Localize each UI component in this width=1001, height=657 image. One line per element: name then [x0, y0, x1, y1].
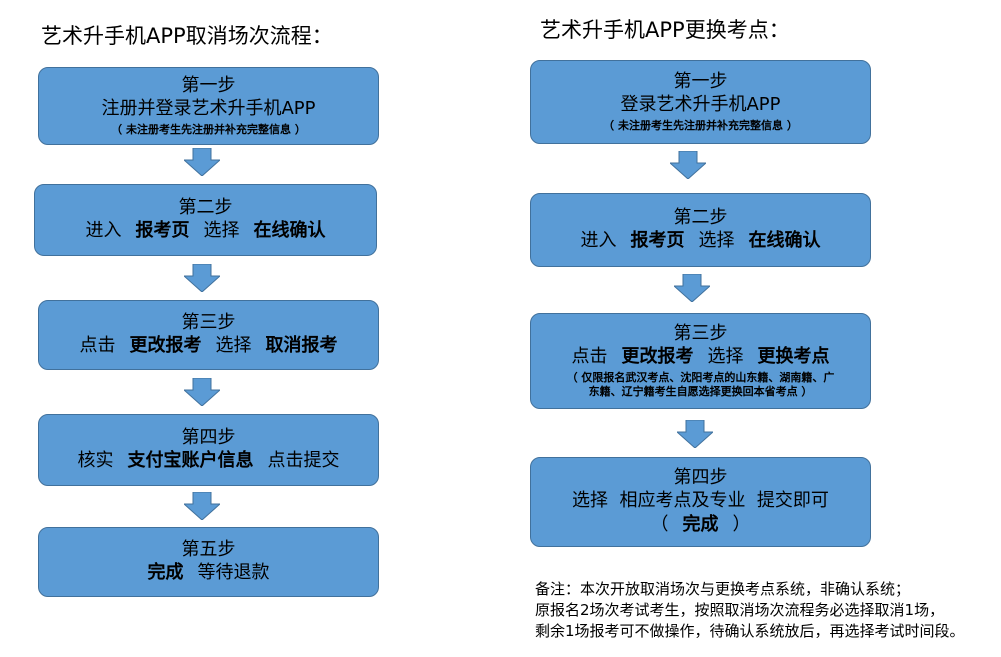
left-step-1-label: 第一步 — [181, 75, 236, 96]
left-step-2-object2: 在线确认 — [253, 220, 326, 241]
right-step-3-object1: 更改报考 — [621, 346, 694, 367]
left-step-2-verb1: 进入 — [85, 220, 122, 241]
remark-line-1: 备注：本次开放取消场次与更换考点系统，非确认系统； — [535, 580, 911, 598]
left-step-4-label: 第四步 — [181, 427, 236, 448]
left-step-2-box: 第二步 进入报考页选择在线确认 — [34, 184, 377, 256]
right-step-2-text: 进入报考页选择在线确认 — [581, 229, 821, 253]
left-step-3-text: 点击更改报考选择取消报考 — [80, 334, 338, 358]
remark-line-2: 原报名2场次考试考生，按照取消场次流程务必选择取消1场， — [535, 601, 945, 619]
right-arrow-down-icon-1 — [670, 151, 706, 179]
remark-note: 备注：本次开放取消场次与更换考点系统，非确认系统； 原报名2场次考试考生，按照取… — [535, 579, 965, 642]
right-step-1-label: 第一步 — [673, 71, 728, 92]
left-step-2-text: 进入报考页选择在线确认 — [86, 219, 326, 243]
left-step-2-verb2: 选择 — [203, 220, 240, 241]
left-step-4-object1: 支付宝账户信息 — [127, 450, 254, 471]
right-step-2-box: 第二步 进入报考页选择在线确认 — [530, 193, 871, 267]
left-step-1-text: 注册并登录艺术升手机APP — [101, 98, 316, 119]
right-step-4-box: 第四步 选择 相应考点及专业 提交即可 （ 完成 ） — [530, 457, 871, 547]
left-step-4-verb1: 核实 — [77, 450, 114, 471]
right-step-4-complete: （ 完成 ） — [651, 513, 751, 537]
right-arrow-down-icon-2 — [674, 274, 710, 302]
left-arrow-down-icon-3 — [184, 378, 220, 406]
right-step-2-verb1: 进入 — [580, 230, 617, 251]
right-step-4-complete-label: 完成 — [682, 514, 719, 535]
left-step-3-verb2: 选择 — [215, 335, 252, 356]
right-step-1-box: 第一步 登录艺术升手机APP （ 未注册考生先注册并补充完整信息 ） — [530, 60, 871, 144]
left-step-3-verb1: 点击 — [79, 335, 116, 356]
right-step-3-object2: 更换考点 — [757, 346, 830, 367]
right-step-3-text: 点击更改报考选择更换考点 — [572, 345, 830, 369]
right-step-2-object1: 报考页 — [630, 230, 685, 251]
right-step-4-text: 选择 相应考点及专业 提交即可 — [572, 490, 829, 511]
left-step-3-box: 第三步 点击更改报考选择取消报考 — [38, 300, 379, 370]
left-step-5-text: 完成等待退款 — [148, 561, 270, 585]
left-step-3-label: 第三步 — [181, 312, 236, 333]
left-step-4-text: 核实支付宝账户信息点击提交 — [78, 449, 340, 473]
left-title: 艺术升手机APP取消场次流程： — [41, 24, 333, 48]
left-step-2-label: 第二步 — [178, 197, 233, 218]
right-arrow-down-icon-3 — [677, 420, 713, 448]
right-step-3-verb2: 选择 — [707, 346, 744, 367]
right-step-3-note-line1: （ 仅限报名武汉考点、沈阳考点的山东籍、湖南籍、广 — [566, 371, 835, 384]
right-title: 艺术升手机APP更换考点： — [540, 18, 790, 42]
left-step-5-verb2: 等待退款 — [197, 562, 270, 583]
left-step-3-object1: 更改报考 — [129, 335, 202, 356]
left-step-5-box: 第五步 完成等待退款 — [38, 527, 379, 597]
left-step-1-box: 第一步 注册并登录艺术升手机APP （ 未注册考生先注册并补充完整信息 ） — [38, 67, 379, 145]
right-step-3-verb1: 点击 — [571, 346, 608, 367]
left-step-1-note: （ 未注册考生先注册并补充完整信息 ） — [111, 123, 306, 136]
right-step-1-text: 登录艺术升手机APP — [620, 94, 781, 115]
remark-line-3: 剩余1场报考可不做操作，待确认系统放后，再选择考试时间段。 — [535, 622, 965, 640]
left-arrow-down-icon-4 — [184, 492, 220, 520]
left-step-3-object2: 取消报考 — [265, 335, 338, 356]
left-arrow-down-icon-2 — [184, 264, 220, 292]
right-step-2-object2: 在线确认 — [748, 230, 821, 251]
left-step-4-box: 第四步 核实支付宝账户信息点击提交 — [38, 414, 379, 486]
left-step-2-object1: 报考页 — [135, 220, 190, 241]
left-step-5-object1: 完成 — [147, 562, 184, 583]
right-step-2-label: 第二步 — [673, 207, 728, 228]
left-step-5-label: 第五步 — [181, 539, 236, 560]
right-step-3-note-line2: 东籍、辽宁籍考生自愿选择更换回本省考点 ） — [588, 385, 813, 398]
right-step-4-paren-open: （ — [650, 514, 669, 535]
right-step-4-label: 第四步 — [673, 467, 728, 488]
right-step-3-box: 第三步 点击更改报考选择更换考点 （ 仅限报名武汉考点、沈阳考点的山东籍、湖南籍… — [530, 313, 871, 409]
right-step-4-paren-close: ） — [732, 514, 751, 535]
right-step-3-label: 第三步 — [673, 323, 728, 344]
right-step-2-verb2: 选择 — [698, 230, 735, 251]
right-step-1-note: （ 未注册考生先注册并补充完整信息 ） — [603, 119, 798, 132]
left-step-4-verb2: 点击提交 — [267, 450, 340, 471]
left-arrow-down-icon-1 — [184, 148, 220, 176]
